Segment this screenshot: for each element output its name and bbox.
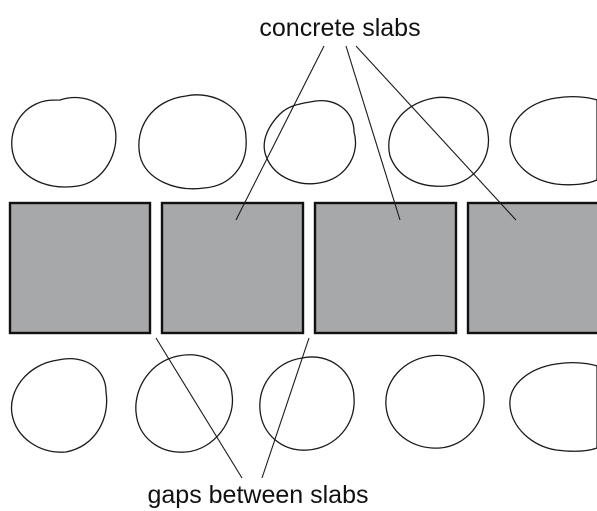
leader-line (345, 45, 401, 221)
slab-row (8, 201, 597, 335)
concrete-slab (8, 201, 152, 335)
stone (509, 95, 597, 186)
leader-line (235, 45, 325, 221)
leaders-concrete-slabs (235, 45, 517, 221)
label-gaps-between-slabs: gaps between slabs (148, 481, 369, 509)
stone (135, 354, 234, 453)
stones-bottom-row (10, 354, 597, 453)
stone (138, 94, 247, 190)
stone (263, 100, 357, 185)
concrete-slab (160, 201, 305, 335)
stone (11, 96, 117, 188)
stone (10, 358, 108, 453)
leader-line (261, 337, 310, 479)
stones-top-row (11, 94, 597, 190)
stone (259, 356, 355, 451)
leader-line (155, 337, 243, 479)
leader-line (355, 45, 517, 221)
stone (388, 96, 490, 187)
concrete-slab (313, 201, 458, 335)
concrete-slab (466, 201, 597, 335)
stone (509, 361, 597, 452)
label-concrete-slabs: concrete slabs (259, 14, 420, 42)
stone (385, 354, 485, 449)
leaders-gaps (155, 337, 310, 479)
